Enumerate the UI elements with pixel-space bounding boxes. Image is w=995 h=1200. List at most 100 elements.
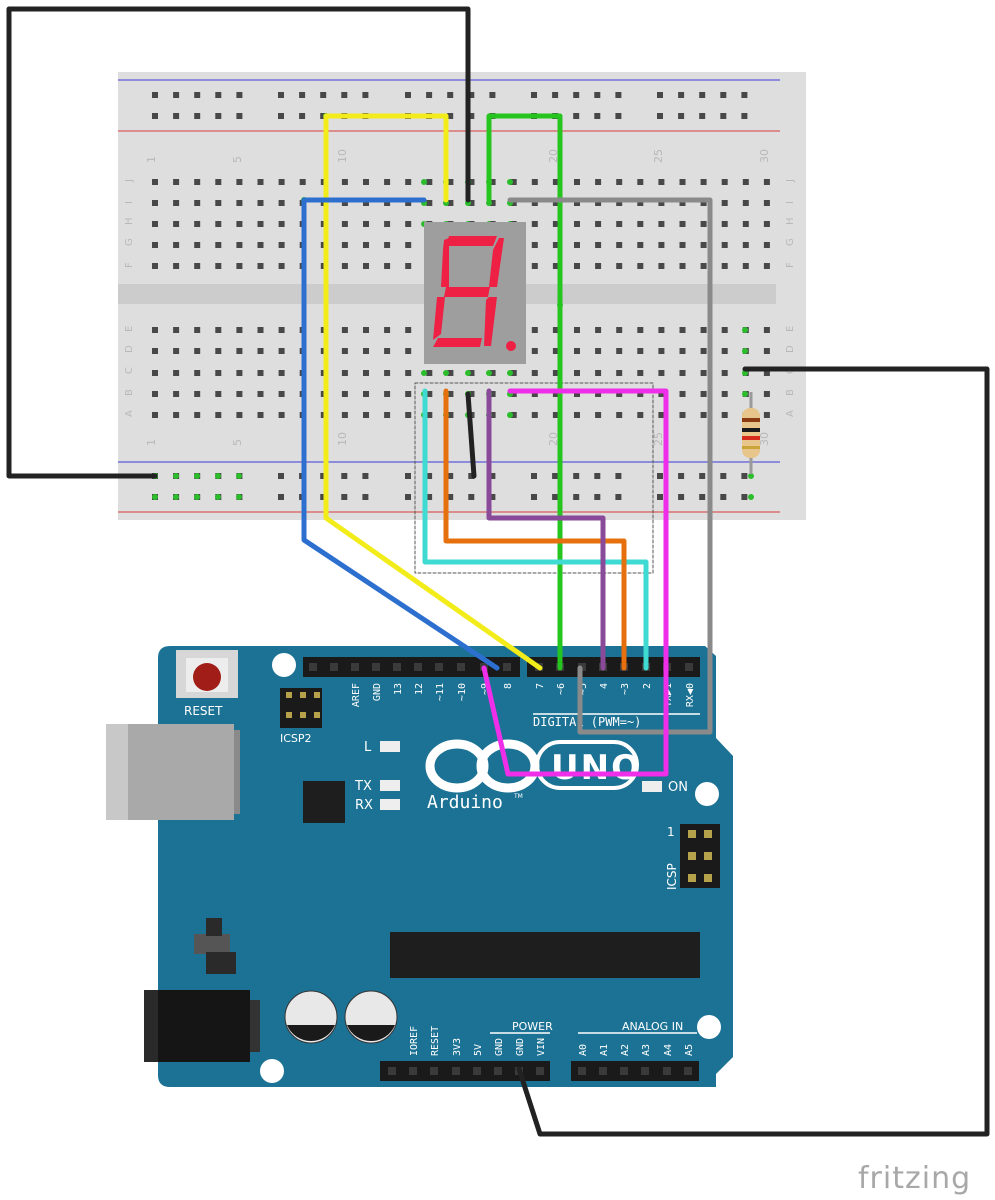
breadboard-rail-hole (594, 473, 601, 479)
breadboard-hole (236, 179, 243, 185)
bb-bottom-num-30: 30 (758, 432, 771, 446)
breadboard-hole (363, 179, 369, 185)
breadboard-hole (278, 412, 285, 418)
breadboard-hole (194, 348, 201, 354)
seven-segment-display (424, 222, 526, 364)
breadboard-hole (215, 327, 222, 333)
breadboard-hole (384, 370, 391, 376)
gray-wire (507, 197, 713, 735)
breadboard-hole (278, 391, 285, 397)
breadboard-hole (405, 179, 412, 185)
breadboard-hole (278, 179, 285, 185)
bb-bottom-num-10: 10 (336, 432, 349, 446)
power-header (380, 1061, 550, 1081)
breadboard-hole (595, 242, 602, 248)
connection-dot (215, 473, 221, 479)
breadboard-rail-hole (447, 92, 454, 98)
bb-bottom-num-25: 25 (652, 432, 665, 446)
power-pin-label: RESET (430, 1026, 441, 1056)
breadboard-hole (215, 242, 222, 248)
bb-row-b-left: B (124, 389, 135, 396)
header-pin (641, 1067, 649, 1075)
black-wire-top (6, 6, 471, 479)
bb-top-num-30: 30 (758, 149, 771, 163)
mount-hole-1 (272, 653, 296, 677)
breadboard-rail-hole (678, 494, 685, 500)
breadboard-hole (194, 327, 201, 333)
breadboard-hole (278, 348, 285, 354)
analog-pins (578, 1067, 692, 1075)
bb-row-j-right: J (785, 179, 796, 183)
arduino-trademark: TM (513, 793, 523, 800)
breadboard-hole (194, 242, 201, 248)
breadboard-rail-hole (426, 494, 433, 500)
breadboard-hole (236, 412, 243, 418)
breadboard-hole (257, 242, 264, 248)
bb-row-c-left: C (124, 367, 135, 374)
breadboard-hole (173, 327, 180, 333)
breadboard-hole (194, 179, 201, 185)
breadboard-hole (236, 263, 243, 269)
breadboard-hole (152, 370, 158, 376)
header-pin (503, 663, 511, 671)
breadboard-hole (173, 221, 180, 227)
breadboard-rail-hole (489, 473, 496, 479)
led-on: ON (642, 780, 688, 795)
breadboard-hole (679, 263, 686, 269)
breadboard-rail-hole (447, 113, 454, 119)
breadboard-hole (384, 391, 391, 397)
breadboard-hole (700, 179, 707, 185)
purple-wire (486, 388, 606, 671)
breadboard-rail-hole (573, 113, 580, 119)
breadboard-hole (679, 179, 686, 185)
breadboard-rail-hole (657, 473, 663, 479)
breadboard-hole (489, 412, 496, 418)
breadboard-rail-hole (594, 113, 601, 119)
breadboard-hole (552, 391, 559, 397)
segment-c (484, 297, 497, 346)
breadboard-rail-hole (447, 473, 454, 479)
analog-pin-label: A3 (641, 1044, 652, 1056)
breadboard-rail-hole (720, 92, 727, 98)
breadboard-rail-hole (215, 92, 222, 98)
digital-pin-label: ~6 (556, 683, 567, 695)
digital-pin-label: ~9 (480, 683, 491, 695)
bb-row-i-left: I (124, 201, 135, 204)
breadboard-rail-hole (320, 473, 327, 479)
breadboard-rail-hole (741, 494, 748, 500)
breadboard-hole (616, 221, 623, 227)
digital-pin-label: 4 (599, 683, 610, 689)
icsp-header (680, 824, 720, 888)
breadboard-hole (405, 391, 412, 397)
power-pin-label: 5V (473, 1044, 484, 1056)
breadboard-hole (658, 327, 665, 333)
breadboard-hole (363, 327, 369, 333)
breadboard-hole (257, 412, 264, 418)
wire-bundle-outline (414, 382, 654, 574)
breadboard-hole (700, 263, 707, 269)
breadboard-hole (574, 179, 580, 185)
analog-header (571, 1061, 699, 1081)
breadboard-hole (574, 263, 580, 269)
breadboard-hole (278, 327, 285, 333)
breadboard-rail-hole (320, 494, 327, 500)
breadboard-rail-hole (531, 473, 537, 479)
header-pin (457, 663, 465, 671)
breadboard-rail-hole (678, 473, 685, 479)
breadboard-hole (236, 242, 243, 248)
breadboard-bottom-numbers: 1 5 10 20 25 30 (145, 432, 771, 446)
breadboard-hole (742, 200, 749, 206)
breadboard-hole (489, 391, 496, 397)
breadboard-hole (489, 200, 496, 206)
breadboard-hole (679, 348, 686, 354)
breadboard-hole (257, 263, 264, 269)
breadboard-rail-hole (615, 113, 622, 119)
breadboard-hole (363, 412, 369, 418)
breadboard-rail-hole (468, 494, 475, 500)
reset-button[interactable] (176, 650, 238, 698)
breadboard-hole (763, 200, 770, 206)
connection-dot (742, 391, 748, 397)
breadboard-rail-hole (594, 92, 601, 98)
usb-chip (303, 781, 345, 823)
breadboard-hole (616, 200, 623, 206)
